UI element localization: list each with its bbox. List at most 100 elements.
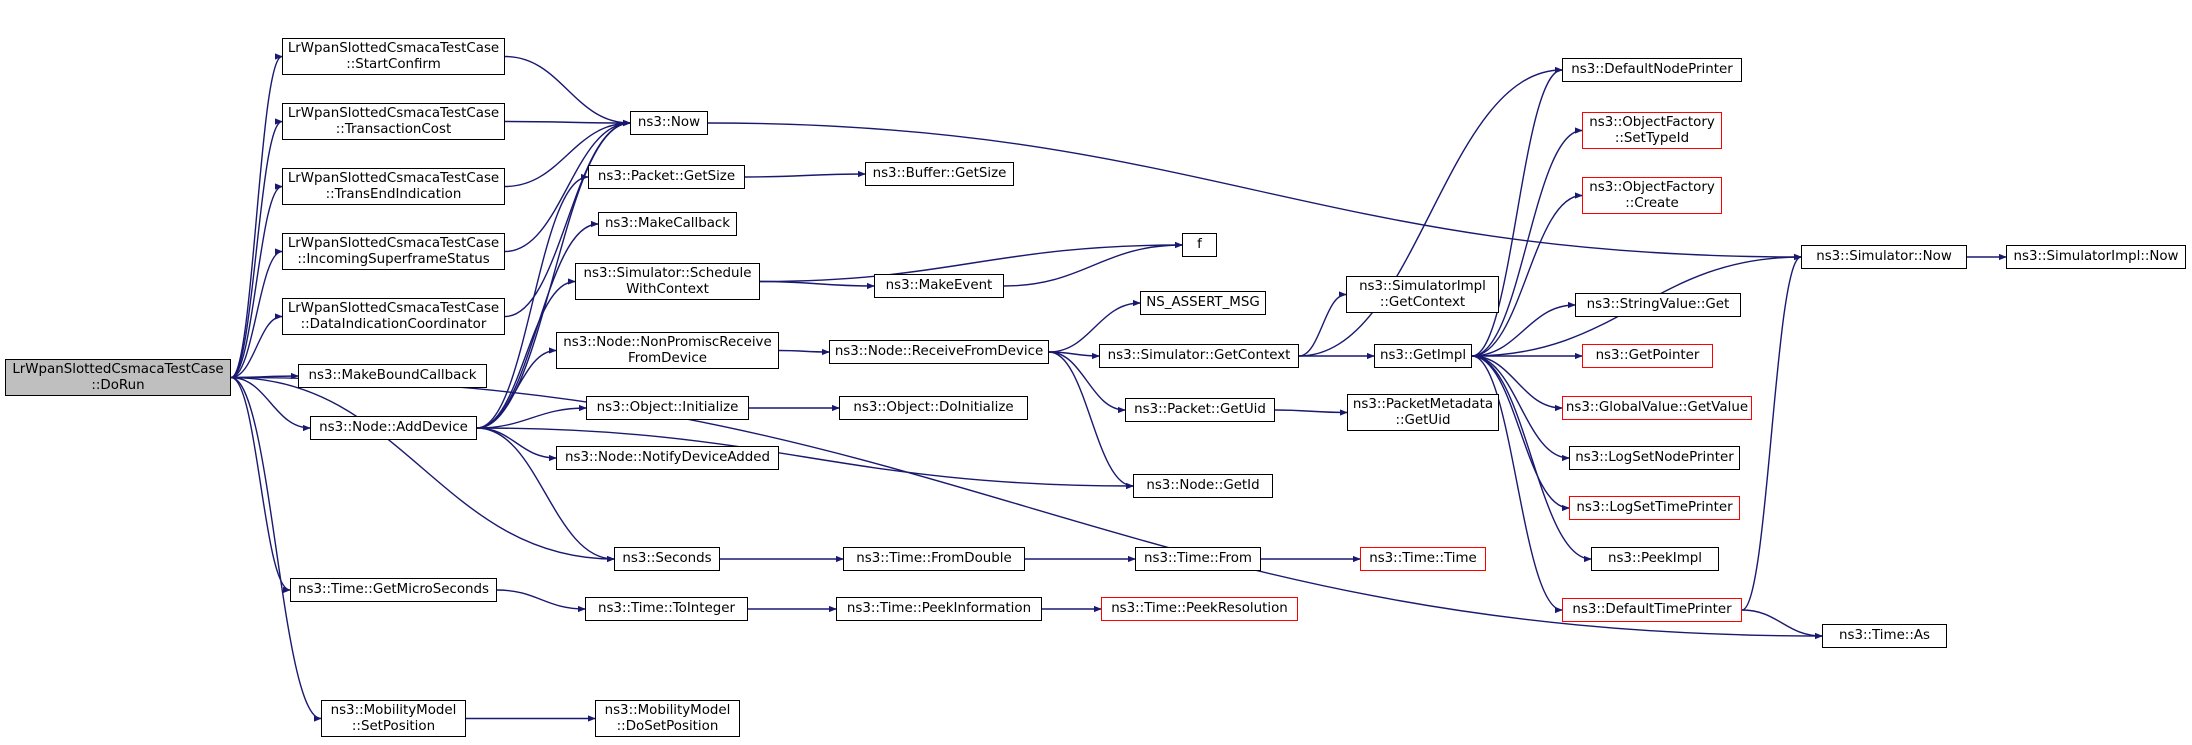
edge-dorun-to-incomingsf bbox=[230, 248, 283, 379]
node-getmicro[interactable]: ns3::Time::GetMicroSeconds bbox=[290, 578, 497, 602]
edge-recvfromdev-to-pktgetuid bbox=[1048, 351, 1126, 414]
node-label: ::IncomingSuperframeStatus bbox=[297, 251, 490, 267]
node-dataindcoord[interactable]: LrWpanSlottedCsmacaTestCase::DataIndicat… bbox=[282, 298, 505, 335]
node-label: ns3::Node::ReceiveFromDevice bbox=[834, 344, 1044, 359]
node-incomingsf[interactable]: LrWpanSlottedCsmacaTestCase::IncomingSup… bbox=[282, 233, 505, 270]
node-fromdouble[interactable]: ns3::Time::FromDouble bbox=[843, 547, 1025, 571]
node-label: NS_ASSERT_MSG bbox=[1146, 295, 1260, 310]
node-dorun[interactable]: LrWpanSlottedCsmacaTestCase::DoRun bbox=[5, 359, 231, 396]
node-label: ns3::Now bbox=[637, 115, 701, 130]
node-objfaccreate[interactable]: ns3::ObjectFactory::Create bbox=[1582, 177, 1722, 214]
node-label: ns3::GlobalValue::GetValue bbox=[1565, 400, 1749, 415]
node-label: LrWpanSlottedCsmacaTestCase bbox=[12, 361, 224, 377]
node-defnodeprinter[interactable]: ns3::DefaultNodePrinter bbox=[1562, 58, 1742, 82]
edge-getimpl-to-logsetnodeprinter bbox=[1471, 355, 1570, 462]
node-objfacsettype[interactable]: ns3::ObjectFactory::SetTypeId bbox=[1582, 112, 1722, 149]
edge-getimpl-to-objfaccreate bbox=[1471, 192, 1583, 357]
node-pktmetagetuid[interactable]: ns3::PacketMetadata::GetUid bbox=[1347, 394, 1499, 431]
node-label: ns3::Time::From bbox=[1144, 551, 1252, 566]
node-simimplgetctx[interactable]: ns3::SimulatorImpl::GetContext bbox=[1346, 276, 1499, 313]
node-transactioncost[interactable]: LrWpanSlottedCsmacaTestCase::Transaction… bbox=[282, 103, 505, 140]
node-label: ns3::Time::PeekResolution bbox=[1111, 601, 1288, 616]
node-logsettimeprinter[interactable]: ns3::LogSetTimePrinter bbox=[1569, 496, 1740, 520]
node-notifyadded[interactable]: ns3::Node::NotifyDeviceAdded bbox=[556, 446, 779, 470]
node-simnow[interactable]: ns3::Simulator::Now bbox=[1801, 245, 1967, 269]
edge-dorun-to-seconds bbox=[230, 376, 615, 563]
edge-nonpromisc-to-recvfromdev bbox=[778, 348, 830, 356]
node-peekinfo[interactable]: ns3::Time::PeekInformation bbox=[836, 597, 1042, 621]
node-label: ns3::PeekImpl bbox=[1607, 551, 1703, 566]
node-simgetctx[interactable]: ns3::Simulator::GetContext bbox=[1099, 344, 1299, 368]
node-timeas[interactable]: ns3::Time::As bbox=[1822, 624, 1947, 648]
node-tointeger[interactable]: ns3::Time::ToInteger bbox=[585, 597, 748, 621]
node-transendind[interactable]: LrWpanSlottedCsmacaTestCase::TransEndInd… bbox=[282, 168, 505, 205]
node-nsassert[interactable]: NS_ASSERT_MSG bbox=[1140, 291, 1266, 315]
node-label: ns3::Node::AddDevice bbox=[319, 420, 468, 435]
edge-getimpl-to-logsettimeprinter bbox=[1471, 355, 1570, 512]
edge-pktgetsize-to-bufgetsize bbox=[744, 170, 866, 178]
edge-adddevice-to-schedwctx bbox=[476, 278, 576, 429]
node-label: ns3::DefaultTimePrinter bbox=[1572, 602, 1732, 617]
node-label: ns3::Node::GetId bbox=[1146, 478, 1260, 493]
edge-simgetctx-to-simimplgetctx bbox=[1298, 291, 1347, 357]
node-getimpl[interactable]: ns3::GetImpl bbox=[1374, 344, 1472, 368]
edge-now-to-simnow bbox=[707, 122, 1802, 261]
edge-adddevice-to-seconds bbox=[476, 427, 615, 563]
node-globalvalget[interactable]: ns3::GlobalValue::GetValue bbox=[1562, 396, 1752, 420]
edge-dorun-to-timeas bbox=[230, 376, 1823, 640]
node-label: ns3::Time::ToInteger bbox=[597, 601, 736, 616]
node-getpointer[interactable]: ns3::GetPointer bbox=[1582, 344, 1713, 368]
node-logsetnodeprinter[interactable]: ns3::LogSetNodePrinter bbox=[1569, 446, 1740, 470]
node-timefrom[interactable]: ns3::Time::From bbox=[1135, 547, 1261, 571]
node-label: ::GetUid bbox=[1395, 412, 1451, 428]
node-simimplnow[interactable]: ns3::SimulatorImpl::Now bbox=[2006, 245, 2186, 269]
node-label: LrWpanSlottedCsmacaTestCase bbox=[287, 300, 500, 316]
node-peekimpl[interactable]: ns3::PeekImpl bbox=[1591, 547, 1719, 571]
node-nodegetid[interactable]: ns3::Node::GetId bbox=[1133, 474, 1273, 498]
node-label: ns3::Buffer::GetSize bbox=[872, 166, 1007, 181]
node-makecallback[interactable]: ns3::MakeCallback bbox=[598, 212, 737, 236]
node-label: f bbox=[1197, 237, 1202, 252]
node-adddevice[interactable]: ns3::Node::AddDevice bbox=[310, 416, 477, 440]
edge-dorun-to-startconfirm bbox=[230, 53, 283, 379]
node-seconds[interactable]: ns3::Seconds bbox=[614, 547, 720, 571]
node-deftimeprinter[interactable]: ns3::DefaultTimePrinter bbox=[1562, 598, 1742, 622]
node-pktgetuid[interactable]: ns3::Packet::GetUid bbox=[1125, 398, 1275, 422]
node-now[interactable]: ns3::Now bbox=[630, 111, 708, 135]
node-doinit[interactable]: ns3::Object::DoInitialize bbox=[839, 396, 1028, 420]
node-objinit[interactable]: ns3::Object::Initialize bbox=[586, 396, 749, 420]
edge-getimpl-to-peekimpl bbox=[1471, 355, 1592, 563]
node-pktgetsize[interactable]: ns3::Packet::GetSize bbox=[588, 165, 745, 189]
edge-deftimeprinter-to-timeas bbox=[1741, 609, 1823, 640]
node-label: ns3::GetPointer bbox=[1595, 348, 1700, 363]
edge-adddevice-to-nodegetid bbox=[476, 427, 1134, 490]
node-label: ns3::MakeEvent bbox=[885, 278, 993, 293]
node-dosetpos[interactable]: ns3::MobilityModel::DoSetPosition bbox=[595, 700, 740, 737]
edge-adddevice-to-objinit bbox=[476, 404, 587, 429]
node-makeboundcb[interactable]: ns3::MakeBoundCallback bbox=[298, 364, 487, 388]
node-label: ns3::MobilityModel bbox=[604, 702, 731, 718]
node-strvalget[interactable]: ns3::StringValue::Get bbox=[1575, 293, 1741, 317]
node-recvfromdev[interactable]: ns3::Node::ReceiveFromDevice bbox=[829, 340, 1049, 364]
node-setpos[interactable]: ns3::MobilityModel::SetPosition bbox=[321, 700, 466, 737]
node-bufgetsize[interactable]: ns3::Buffer::GetSize bbox=[865, 162, 1014, 186]
edge-startconfirm-to-now bbox=[504, 55, 631, 127]
edge-dorun-to-transendind bbox=[230, 183, 283, 379]
node-label: LrWpanSlottedCsmacaTestCase bbox=[287, 235, 500, 251]
node-f[interactable]: f bbox=[1182, 233, 1217, 257]
node-label: ::TransEndIndication bbox=[325, 186, 462, 202]
node-timetime[interactable]: ns3::Time::Time bbox=[1360, 547, 1486, 571]
node-label: ns3::StringValue::Get bbox=[1586, 297, 1730, 312]
node-label: ns3::Time::FromDouble bbox=[856, 551, 1012, 566]
edge-dorun-to-getmicro bbox=[230, 376, 291, 594]
node-peekres[interactable]: ns3::Time::PeekResolution bbox=[1101, 597, 1298, 621]
node-label: ::SetTypeId bbox=[1614, 130, 1690, 146]
edge-getimpl-to-deftimeprinter bbox=[1471, 355, 1563, 614]
node-startconfirm[interactable]: LrWpanSlottedCsmacaTestCase::StartConfir… bbox=[282, 38, 505, 75]
node-label: ns3::ObjectFactory bbox=[1589, 179, 1715, 195]
node-makeevent[interactable]: ns3::MakeEvent bbox=[874, 274, 1004, 298]
node-label: ns3::LogSetTimePrinter bbox=[1576, 500, 1733, 515]
